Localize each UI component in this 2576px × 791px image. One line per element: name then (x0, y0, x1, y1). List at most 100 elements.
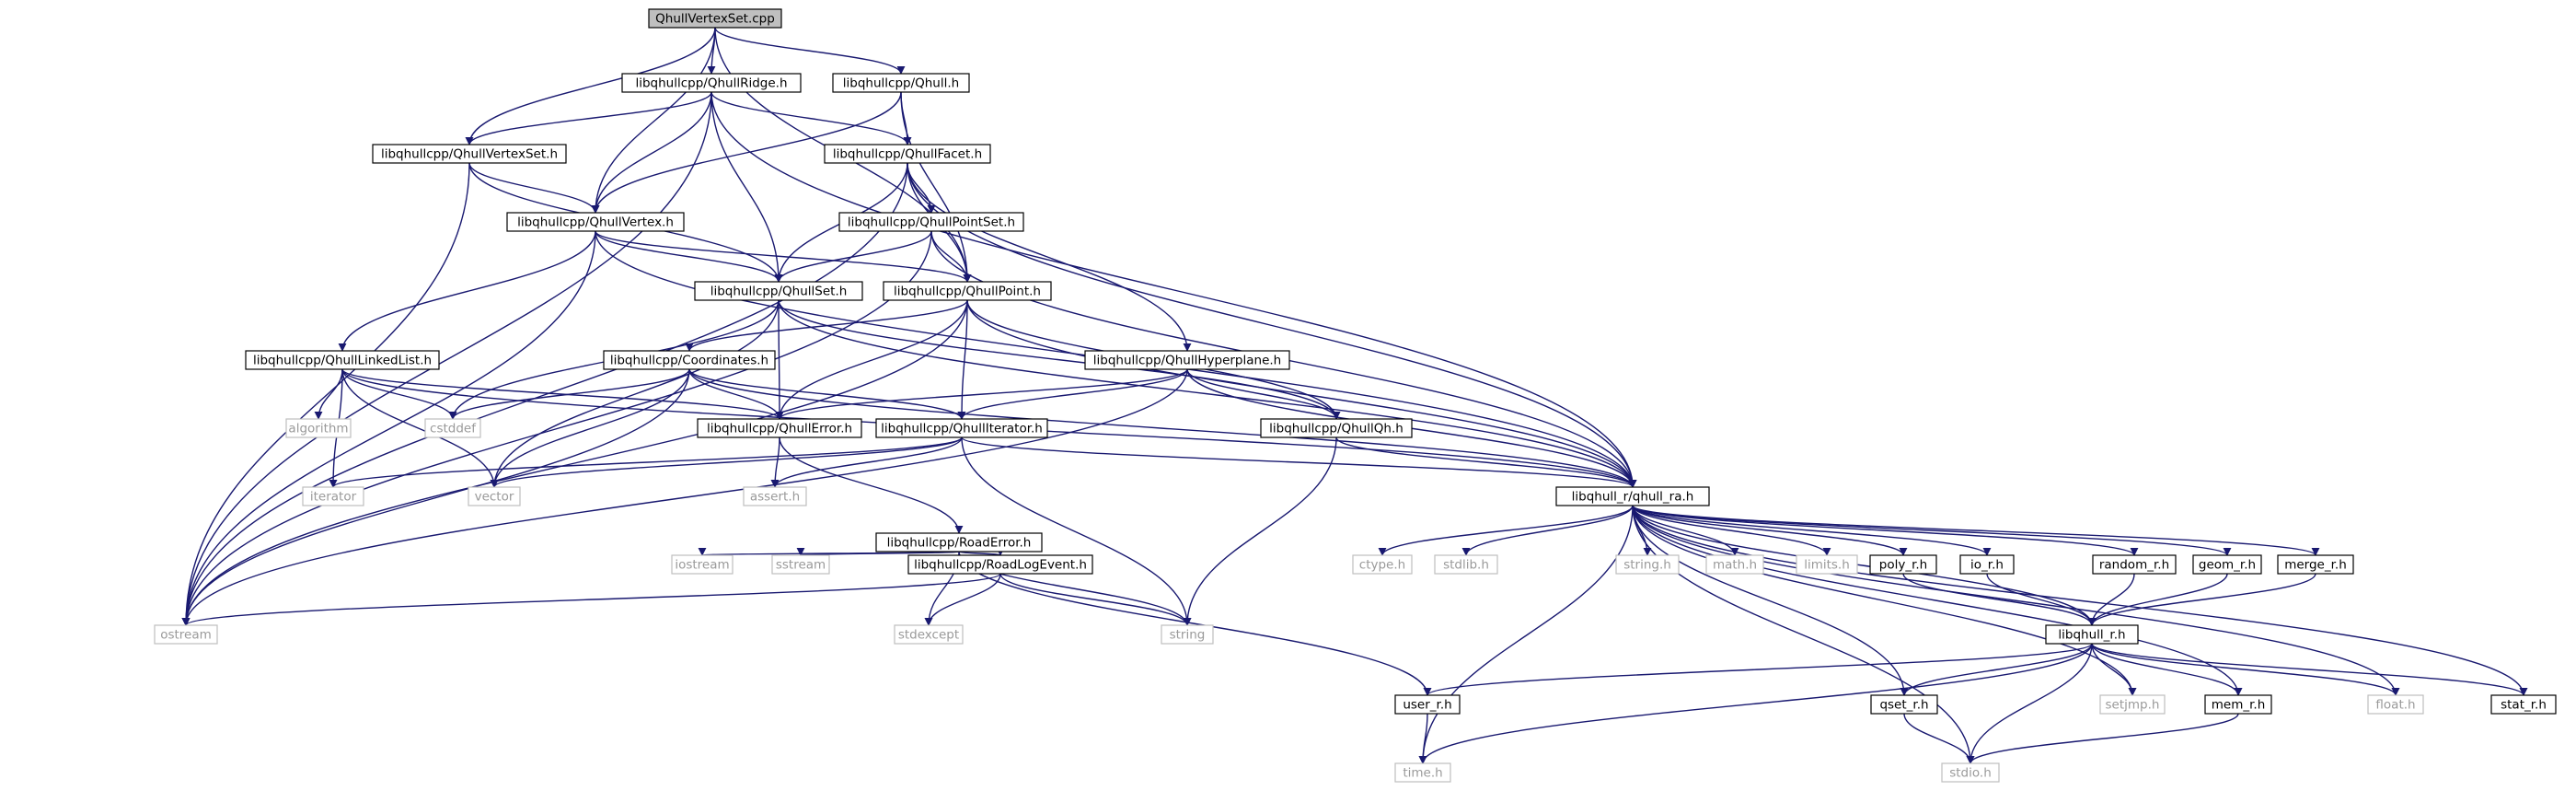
node-label: mem_r.h (2212, 698, 2266, 713)
node-label: libqhullcpp/Coordinates.h (610, 354, 768, 368)
node-merge_r_h[interactable]: merge_r.h (2277, 554, 2354, 575)
edge-RoadLogEvent_h-to-stdexcept (924, 573, 1001, 626)
edge-mem_r_h-to-stdio_h (1966, 713, 2239, 764)
node-QhullPointSet_h[interactable]: libqhullcpp/QhullPointSet.h (838, 212, 1024, 232)
edge-QhullIterator_h-to-assert_h (770, 436, 963, 488)
node-geom_r_h[interactable]: geom_r.h (2192, 554, 2262, 575)
edge-QhullHyperplane_h-to-QhullQh_h (1186, 368, 1341, 420)
edge-Coordinates_h-to-vector (490, 368, 690, 488)
edge-QhullFacet_h-to-QhullPointSet_h (907, 162, 936, 214)
edge-QhullPoint_h-to-ostream (181, 299, 968, 626)
node-box (1796, 554, 1858, 575)
edge-QhullLinkedList_h-to-cstddef (341, 368, 457, 420)
node-QhullIterator_h[interactable]: libqhullcpp/QhullIterator.h (875, 418, 1048, 438)
node-poly_r_h[interactable]: poly_r.h (1869, 554, 1937, 575)
edge-qhull_ra_h-to-ctype_h (1378, 505, 1634, 556)
node-qhull_ra_h[interactable]: libqhull_r/qhull_ra.h (1555, 486, 1710, 506)
edge-qhull_ra_h-to-poly_r_h (1632, 505, 1908, 556)
node-QhullRidge_h[interactable]: libqhullcpp/QhullRidge.h (621, 73, 802, 93)
edge-QhullFacet_h-to-QhullHyperplane_h (907, 162, 1192, 352)
edge-Qhull_h-to-QhullVertex_h (591, 91, 902, 214)
node-QhullError_h[interactable]: libqhullcpp/QhullError.h (697, 418, 862, 438)
edge-QhullVertex_h-to-QhullLinkedList_h (338, 230, 596, 352)
edge-QhullSet_h-to-QhullError_h (775, 299, 784, 420)
node-label: libqhull_r.h (2058, 628, 2125, 643)
node-QhullFacet_h[interactable]: libqhullcpp/QhullFacet.h (824, 144, 991, 164)
node-Coordinates_h[interactable]: libqhullcpp/Coordinates.h (603, 350, 776, 370)
node-label: qset_r.h (1879, 698, 1928, 713)
node-box (838, 212, 1024, 232)
edge-QhullVertexSet_cpp-to-QhullVertex_h (591, 27, 716, 214)
node-math_h: math.h (1705, 554, 1764, 575)
node-box (2045, 624, 2139, 645)
edge-QhullVertex_h-to-QhullSet_h (595, 230, 783, 283)
edge-Coordinates_h-to-ostream (181, 368, 690, 626)
node-label: libqhullcpp/QhullPointSet.h (848, 215, 1015, 230)
node-QhullLinkedList_h[interactable]: libqhullcpp/QhullLinkedList.h (245, 350, 440, 370)
edge-io_r_h-to-libqhull_r_h (1986, 573, 2097, 626)
node-label: libqhullcpp/QhullHyperplane.h (1093, 354, 1281, 368)
node-label: libqhullcpp/QhullPoint.h (894, 285, 1041, 299)
node-label: poly_r.h (1879, 558, 1927, 573)
node-label: libqhullcpp/QhullVertex.h (517, 215, 674, 230)
node-QhullHyperplane_h[interactable]: libqhullcpp/QhullHyperplane.h (1084, 350, 1290, 370)
edge-qhull_ra_h-to-qset_r_h (1632, 505, 1909, 696)
node-vector: vector (468, 486, 521, 506)
edge-QhullQh_h-to-qhull_ra_h (1335, 436, 1637, 488)
node-mem_r_h[interactable]: mem_r.h (2204, 694, 2272, 715)
edge-geom_r_h-to-libqhull_r_h (2087, 573, 2228, 626)
node-io_r_h[interactable]: io_r.h (1959, 554, 2015, 575)
node-iostream: iostream (671, 554, 734, 575)
node-libqhull_r_h[interactable]: libqhull_r.h (2045, 624, 2139, 645)
edge-QhullIterator_h-to-string (961, 436, 1192, 626)
edge-QhullLinkedList_h-to-QhullError_h (341, 368, 784, 420)
node-box (697, 418, 862, 438)
node-box (2367, 694, 2424, 715)
node-QhullQh_h[interactable]: libqhullcpp/QhullQh.h (1260, 418, 1413, 438)
node-box (1555, 486, 1710, 506)
edge-qhull_ra_h-to-math_h (1632, 505, 1739, 556)
node-stat_r_h[interactable]: stat_r.h (2490, 694, 2557, 715)
edge-QhullVertex_h-to-QhullPoint_h (595, 230, 972, 283)
node-QhullVertex_h[interactable]: libqhullcpp/QhullVertex.h (506, 212, 685, 232)
edge-QhullVertex_h-to-ostream (181, 230, 596, 626)
edge-QhullError_h-to-assert_h (770, 436, 780, 488)
node-algorithm: algorithm (285, 418, 352, 438)
node-label: io_r.h (1970, 558, 2004, 573)
edge-poly_r_h-to-libqhull_r_h (1902, 573, 2097, 626)
edge-qhull_ra_h-to-setjmp_h (1632, 505, 2137, 696)
node-Qhull_h[interactable]: libqhullcpp/Qhull.h (832, 73, 970, 93)
edge-QhullRidge_h-to-QhullVertexSet_h (465, 91, 712, 145)
edge-libqhull_r_h-to-mem_r_h (2091, 643, 2243, 696)
node-label: libqhullcpp/QhullFacet.h (833, 147, 982, 162)
node-QhullVertexSet_cpp[interactable]: QhullVertexSet.cpp (648, 8, 782, 29)
edge-QhullFacet_h-to-ostream (181, 162, 908, 626)
node-stdexcept: stdexcept (894, 624, 964, 645)
node-box (894, 624, 964, 645)
edge-QhullHyperplane_h-to-ostream (181, 368, 1188, 626)
node-label: stdlib.h (1443, 558, 1489, 573)
edge-QhullHyperplane_h-to-QhullIterator_h (957, 368, 1188, 420)
node-qset_r_h[interactable]: qset_r.h (1870, 694, 1938, 715)
node-QhullPoint_h[interactable]: libqhullcpp/QhullPoint.h (883, 281, 1052, 301)
node-label: ostream (160, 628, 212, 643)
edge-qhull_ra_h-to-stdio_h (1632, 505, 1975, 764)
node-box (1394, 694, 1461, 715)
edge-QhullPoint_h-to-qhull_ra_h (966, 299, 1637, 488)
edge-QhullPoint_h-to-QhullError_h (775, 299, 968, 420)
edge-QhullRidge_h-to-QhullFacet_h (710, 91, 912, 145)
node-random_r_h[interactable]: random_r.h (2092, 554, 2177, 575)
node-QhullSet_h[interactable]: libqhullcpp/QhullSet.h (694, 281, 863, 301)
node-box (694, 281, 863, 301)
node-QhullVertexSet_h[interactable]: libqhullcpp/QhullVertexSet.h (372, 144, 567, 164)
node-user_r_h[interactable]: user_r.h (1394, 694, 1461, 715)
node-RoadError_h[interactable]: libqhullcpp/RoadError.h (875, 532, 1043, 553)
node-box (1941, 762, 2000, 783)
edge-qhull_ra_h-to-geom_r_h (1632, 505, 2232, 556)
node-label: stdio.h (1949, 766, 1992, 781)
node-label: stat_r.h (2501, 698, 2547, 713)
node-label: setjmp.h (2106, 698, 2160, 713)
node-box (285, 418, 352, 438)
node-label: time.h (1403, 766, 1442, 781)
node-RoadLogEvent_h[interactable]: libqhullcpp/RoadLogEvent.h (907, 554, 1093, 575)
